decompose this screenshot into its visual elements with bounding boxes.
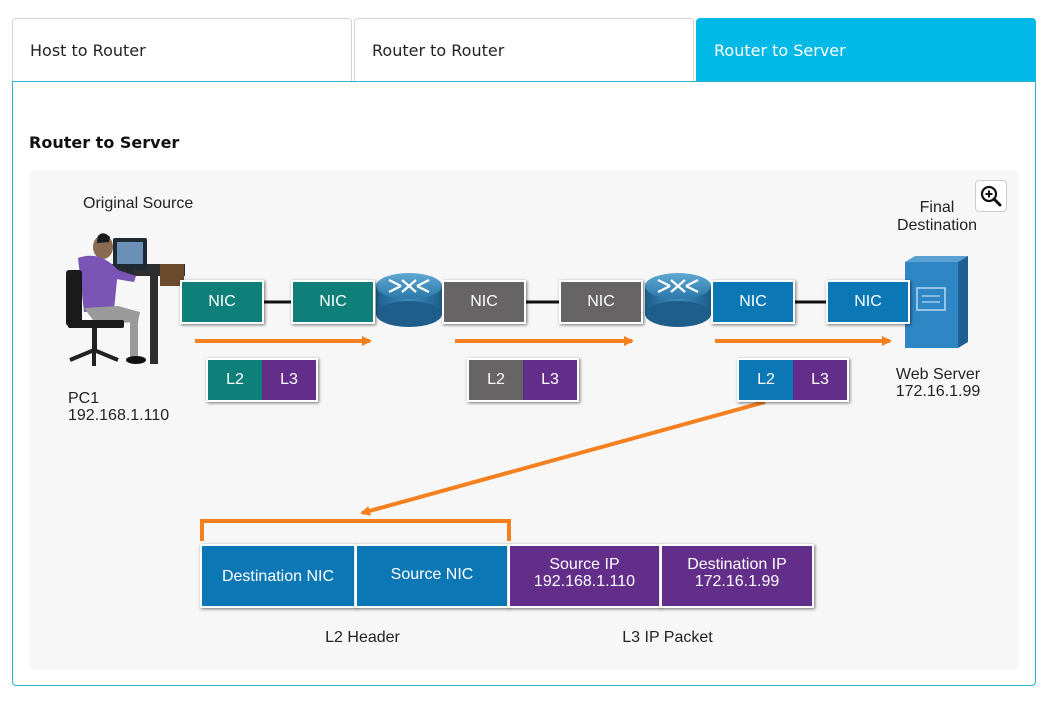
destination-heading-line1: Final bbox=[919, 199, 955, 216]
source-nic-label: Source NIC bbox=[390, 566, 474, 583]
destination-ip: 172.16.1.99 bbox=[895, 383, 981, 400]
nic-box: NIC bbox=[711, 280, 795, 324]
l3-tag: L3 bbox=[523, 360, 577, 400]
source-ip-label: Source IP bbox=[549, 556, 620, 573]
tab-label: Router to Router bbox=[372, 41, 505, 60]
destination-ip-field: Destination IP 172.16.1.99 bbox=[660, 544, 814, 608]
tab-host-to-router[interactable]: Host to Router bbox=[12, 18, 352, 81]
router-icon bbox=[376, 273, 442, 327]
l3-packet-caption: L3 IP Packet bbox=[622, 629, 713, 646]
nic-box: NIC bbox=[442, 280, 526, 324]
server-icon bbox=[905, 256, 968, 348]
nic-box: NIC bbox=[559, 280, 643, 324]
source-nic-field: Source NIC bbox=[355, 544, 509, 608]
zoom-in-icon bbox=[980, 185, 1002, 207]
source-ip-value: 192.168.1.110 bbox=[533, 573, 636, 590]
tab-router-to-server[interactable]: Router to Server bbox=[696, 18, 1036, 81]
l2-header-caption: L2 Header bbox=[325, 629, 400, 646]
pc-icon bbox=[66, 233, 185, 366]
destination-name: Web Server bbox=[895, 366, 981, 383]
destination-ip-label: Destination IP bbox=[687, 556, 787, 573]
nic-box: NIC bbox=[826, 280, 910, 324]
section-title: Router to Server bbox=[29, 133, 180, 152]
destination-nic-label: Destination NIC bbox=[221, 568, 335, 585]
destination-nic-field: Destination NIC bbox=[200, 544, 356, 608]
tab-label: Router to Server bbox=[714, 41, 846, 60]
nic-box: NIC bbox=[291, 280, 375, 324]
tab-label: Host to Router bbox=[30, 41, 146, 60]
source-heading: Original Source bbox=[83, 195, 194, 212]
l2-bracket bbox=[200, 519, 511, 541]
l2-tag: L2 bbox=[208, 360, 262, 400]
expand-arrow bbox=[360, 400, 766, 516]
l2-tag: L2 bbox=[469, 360, 523, 400]
source-ip-field: Source IP 192.168.1.110 bbox=[508, 544, 661, 608]
l2-tag: L2 bbox=[739, 360, 793, 400]
l3-tag: L3 bbox=[793, 360, 847, 400]
router-icon bbox=[645, 273, 711, 327]
l2-l3-pair: L2 L3 bbox=[467, 358, 579, 402]
zoom-button[interactable] bbox=[975, 180, 1007, 212]
l2-l3-pair: L2 L3 bbox=[206, 358, 318, 402]
destination-heading-line2: Destination bbox=[896, 217, 978, 234]
source-ip: 192.168.1.110 bbox=[68, 407, 170, 424]
l3-tag: L3 bbox=[262, 360, 316, 400]
destination-ip-value: 172.16.1.99 bbox=[694, 573, 780, 590]
l2-l3-pair: L2 L3 bbox=[737, 358, 849, 402]
tab-router-to-router[interactable]: Router to Router bbox=[354, 18, 694, 81]
source-name: PC1 bbox=[68, 390, 100, 407]
nic-box: NIC bbox=[180, 280, 264, 324]
